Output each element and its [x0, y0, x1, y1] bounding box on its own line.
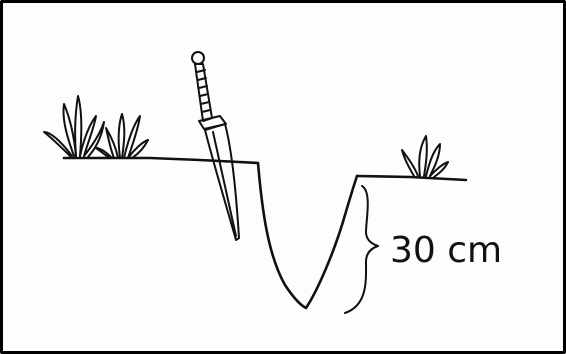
plant-icon [402, 136, 448, 177]
ground-line-left [64, 158, 258, 163]
ground-line-right [357, 176, 466, 180]
depth-label: 30 cm [390, 230, 502, 271]
trench-outline [258, 163, 357, 308]
knife-icon [192, 52, 239, 240]
plant-icon [96, 114, 148, 158]
plant-icon [44, 96, 104, 157]
depth-brace [345, 186, 378, 313]
